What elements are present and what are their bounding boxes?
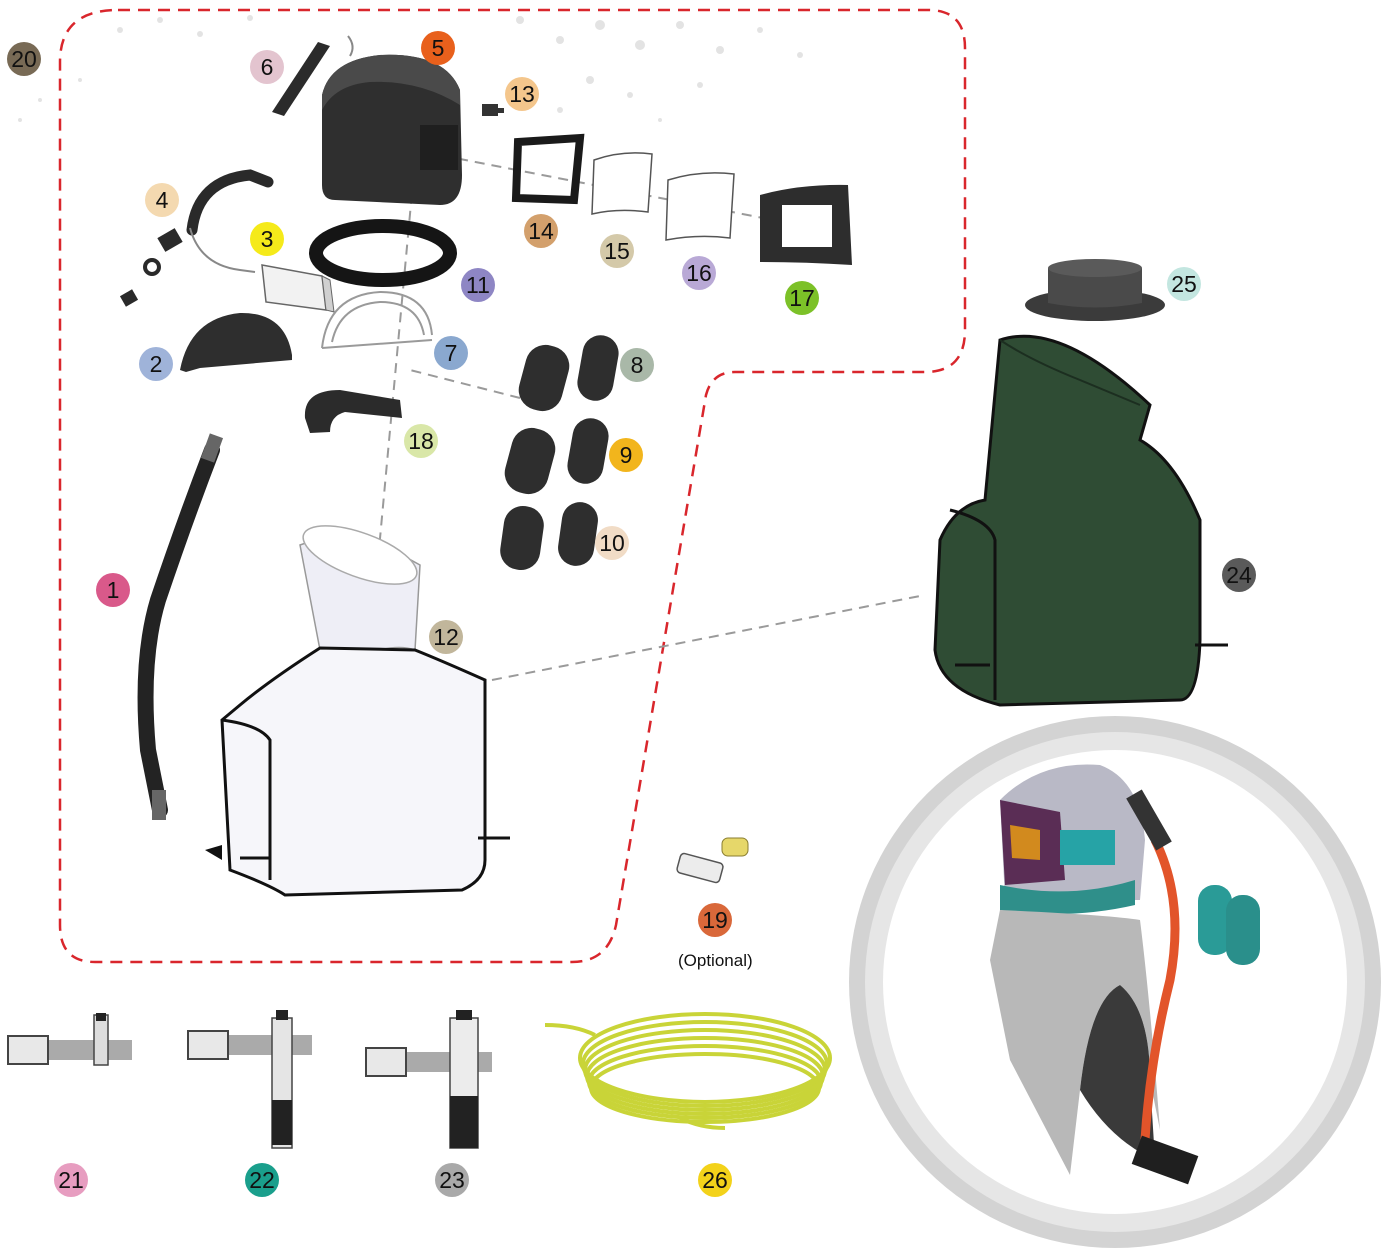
part-13-clip bbox=[482, 104, 504, 116]
label-part-19: 19 bbox=[698, 903, 732, 937]
label-part-7: 7 bbox=[434, 336, 468, 370]
part-7-suspension bbox=[322, 292, 432, 348]
label-part-25: 25 bbox=[1167, 267, 1201, 301]
part-17-visor bbox=[760, 185, 852, 265]
label-part-16: 16 bbox=[682, 256, 716, 290]
part-12-white-cape bbox=[205, 514, 510, 895]
part-19-fittings bbox=[676, 838, 748, 883]
label-part-8: 8 bbox=[620, 348, 654, 382]
label-part-2: 2 bbox=[139, 347, 173, 381]
label-part-26: 26 bbox=[698, 1163, 732, 1197]
label-part-15: 15 bbox=[600, 234, 634, 268]
label-part-4: 4 bbox=[145, 183, 179, 217]
label-part-11: 11 bbox=[461, 268, 495, 302]
part-22-belt-filter bbox=[188, 1010, 312, 1148]
label-part-6: 6 bbox=[250, 50, 284, 84]
part-2-shell bbox=[180, 313, 292, 372]
part-24-green-cape bbox=[935, 336, 1228, 705]
part-11-headband bbox=[316, 226, 450, 280]
label-part-17: 17 bbox=[785, 281, 819, 315]
label-part-1: 1 bbox=[96, 573, 130, 607]
part-23-belt-cooler bbox=[366, 1010, 492, 1148]
label-part-18: 18 bbox=[404, 424, 438, 458]
label-part-24: 24 bbox=[1222, 558, 1256, 592]
part-25-collar bbox=[1025, 259, 1165, 321]
part-5-helmet bbox=[322, 55, 462, 205]
part-21-belt bbox=[8, 1013, 132, 1065]
part-1-hose bbox=[146, 433, 223, 820]
label-part-12: 12 bbox=[429, 620, 463, 654]
label-part-3: 3 bbox=[250, 222, 284, 256]
label-part-20: 20 bbox=[7, 42, 41, 76]
part-18-cushion bbox=[305, 390, 402, 433]
label-part-22: 22 bbox=[245, 1163, 279, 1197]
label-part-21: 21 bbox=[54, 1163, 88, 1197]
part-4-tube bbox=[120, 175, 268, 307]
label-part-14: 14 bbox=[524, 214, 558, 248]
part-15-lens bbox=[592, 153, 652, 214]
label-part-13: 13 bbox=[505, 77, 539, 111]
part-16-lens bbox=[666, 173, 734, 240]
part-14-frame bbox=[516, 138, 580, 200]
label-part-10: 10 bbox=[595, 526, 629, 560]
optional-note: (Optional) bbox=[678, 951, 753, 971]
part-26-hose-coil bbox=[545, 1014, 830, 1128]
label-part-23: 23 bbox=[435, 1163, 469, 1197]
label-part-9: 9 bbox=[609, 438, 643, 472]
label-part-5: 5 bbox=[421, 31, 455, 65]
part-6-strap bbox=[272, 42, 330, 116]
cutaway-hood-illustration bbox=[849, 716, 1381, 1248]
